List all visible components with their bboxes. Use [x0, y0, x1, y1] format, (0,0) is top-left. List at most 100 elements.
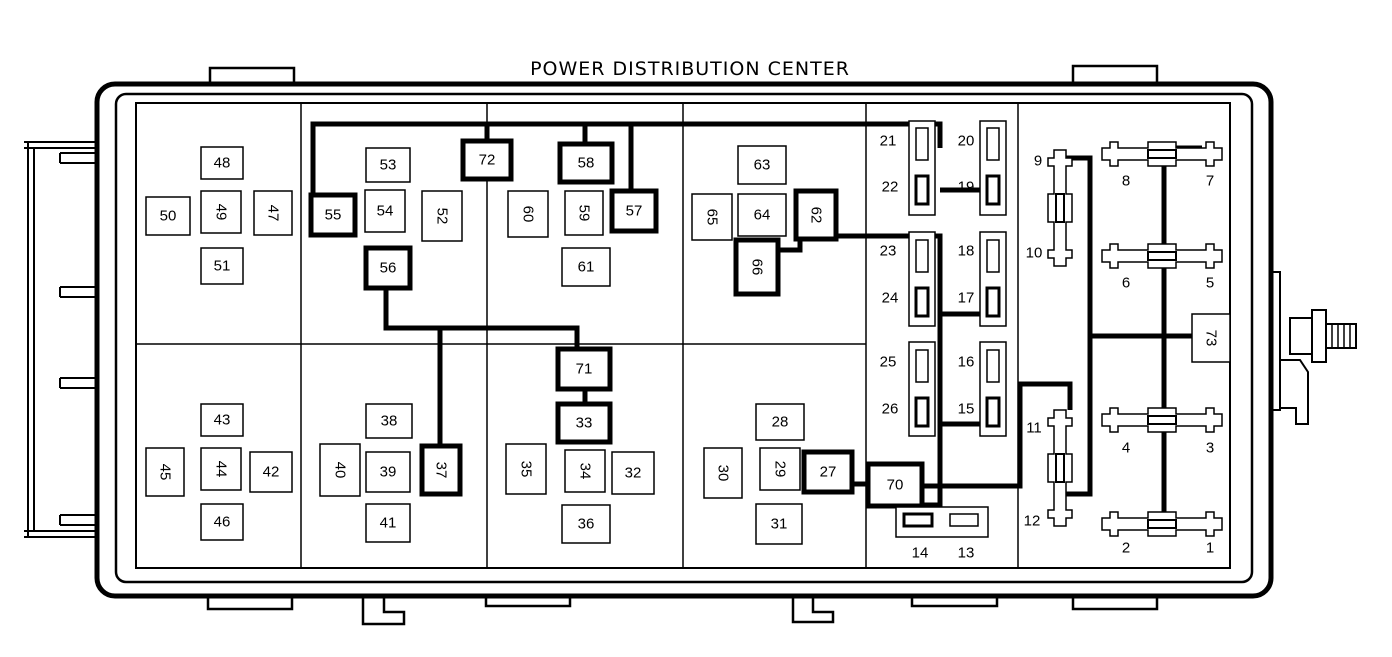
- fuse-24-label: 24: [882, 290, 899, 307]
- position-40-box: [319, 443, 361, 497]
- stud-nut: [1311, 309, 1327, 363]
- position-73-label: 73: [1203, 330, 1220, 347]
- bus-wire-14: [1060, 155, 1093, 497]
- position-46-box: [200, 503, 244, 541]
- position-36-box: [561, 504, 611, 544]
- position-34-label: 34: [577, 463, 594, 480]
- breaker-12-label: 12: [1024, 513, 1041, 530]
- position-27-label: 27: [820, 464, 837, 481]
- fuse-slot-lower-3: [985, 286, 1001, 318]
- fuse-18-label: 18: [958, 243, 975, 260]
- position-72-box: [460, 138, 514, 182]
- position-41-label: 41: [380, 515, 397, 532]
- breaker-v-0-element: [1055, 193, 1065, 223]
- fuse-slot-upper-2: [915, 239, 929, 273]
- fuse-slot-upper-0: [915, 127, 929, 161]
- tab-bottom-2: [361, 598, 406, 626]
- fuse-slot-lower-5: [985, 396, 1001, 428]
- stud-mount: [1271, 271, 1281, 411]
- position-28-label: 28: [772, 414, 789, 431]
- breaker-10-label: 10: [1026, 245, 1043, 262]
- position-38-label: 38: [381, 413, 398, 430]
- fuse-20-label: 20: [958, 133, 975, 150]
- position-36-label: 36: [578, 516, 595, 533]
- position-45-label: 45: [157, 464, 174, 481]
- position-58-label: 58: [578, 155, 595, 172]
- fuse-22-label: 22: [882, 179, 899, 196]
- position-39-box: [365, 451, 411, 493]
- position-66-box: [733, 237, 781, 297]
- position-49-box: [200, 190, 242, 234]
- position-57-label: 57: [626, 203, 643, 220]
- position-41-box: [365, 503, 411, 543]
- breaker-h-5-element: [1147, 519, 1177, 529]
- position-49-label: 49: [213, 204, 230, 221]
- position-65-label: 65: [704, 209, 721, 226]
- position-73-box: [1191, 313, 1231, 363]
- breaker-6-label: 6: [1122, 275, 1130, 292]
- position-47-label: 47: [265, 205, 282, 222]
- position-64-box: [737, 193, 787, 237]
- breaker-11-label: 11: [1026, 420, 1042, 437]
- position-29-label: 29: [772, 461, 789, 478]
- breaker-h-3-element: [1147, 251, 1177, 261]
- stud-flange: [1280, 359, 1309, 425]
- position-42-label: 42: [263, 464, 280, 481]
- position-71-box: [555, 346, 613, 392]
- position-62-label: 62: [808, 207, 825, 224]
- bracket-clip-0: [59, 152, 97, 164]
- position-61-label: 61: [578, 259, 595, 276]
- position-44-label: 44: [213, 461, 230, 478]
- breaker-9-label: 9: [1034, 153, 1042, 170]
- position-28-box: [755, 403, 805, 441]
- bus-wire-4: [383, 272, 580, 355]
- position-66-label: 66: [749, 259, 766, 276]
- position-35-label: 35: [518, 461, 535, 478]
- position-32-box: [611, 451, 655, 495]
- fuse-19-label: 19: [958, 179, 975, 196]
- position-34-box: [564, 449, 606, 493]
- bus-wire-0: [310, 121, 943, 210]
- position-54-box: [364, 189, 406, 233]
- fuse-slot-lower-2: [914, 286, 930, 318]
- position-27-box: [801, 449, 855, 495]
- breaker-h-4-element: [1147, 415, 1177, 425]
- housing-outline: [24, 64, 1357, 626]
- position-45-box: [145, 447, 185, 497]
- tab-bottom-1: [206, 596, 294, 611]
- breaker-v-1-element: [1055, 453, 1065, 483]
- position-47-box: [253, 190, 293, 236]
- position-51-label: 51: [214, 258, 231, 275]
- position-31-box: [755, 503, 803, 545]
- bracket-clip-1: [59, 286, 97, 298]
- position-40-label: 40: [332, 462, 349, 479]
- position-35-box: [505, 443, 547, 495]
- fuse-14-label: 14: [912, 545, 929, 562]
- position-37-box: [419, 443, 463, 497]
- position-53-box: [365, 147, 411, 183]
- fuse-17-label: 17: [958, 290, 975, 307]
- position-33-label: 33: [576, 415, 593, 432]
- position-55-box: [308, 192, 358, 238]
- position-38-box: [365, 403, 413, 439]
- position-51-box: [200, 247, 244, 285]
- breaker-7-label: 7: [1206, 173, 1214, 190]
- position-56-label: 56: [380, 260, 397, 277]
- bus-wire-13: [915, 381, 1073, 489]
- position-56-box: [363, 245, 413, 291]
- position-70-box: [865, 461, 925, 509]
- position-57-box: [609, 188, 659, 234]
- position-55-label: 55: [325, 207, 342, 224]
- position-39-label: 39: [380, 464, 397, 481]
- breaker-5-label: 5: [1206, 275, 1214, 292]
- fuse-21-label: 21: [880, 133, 897, 150]
- position-50-box: [145, 196, 191, 236]
- position-65-box: [691, 193, 733, 241]
- position-46-label: 46: [214, 514, 231, 531]
- breaker-2-label: 2: [1122, 540, 1130, 557]
- position-72-label: 72: [479, 152, 496, 169]
- position-54-label: 54: [377, 203, 394, 220]
